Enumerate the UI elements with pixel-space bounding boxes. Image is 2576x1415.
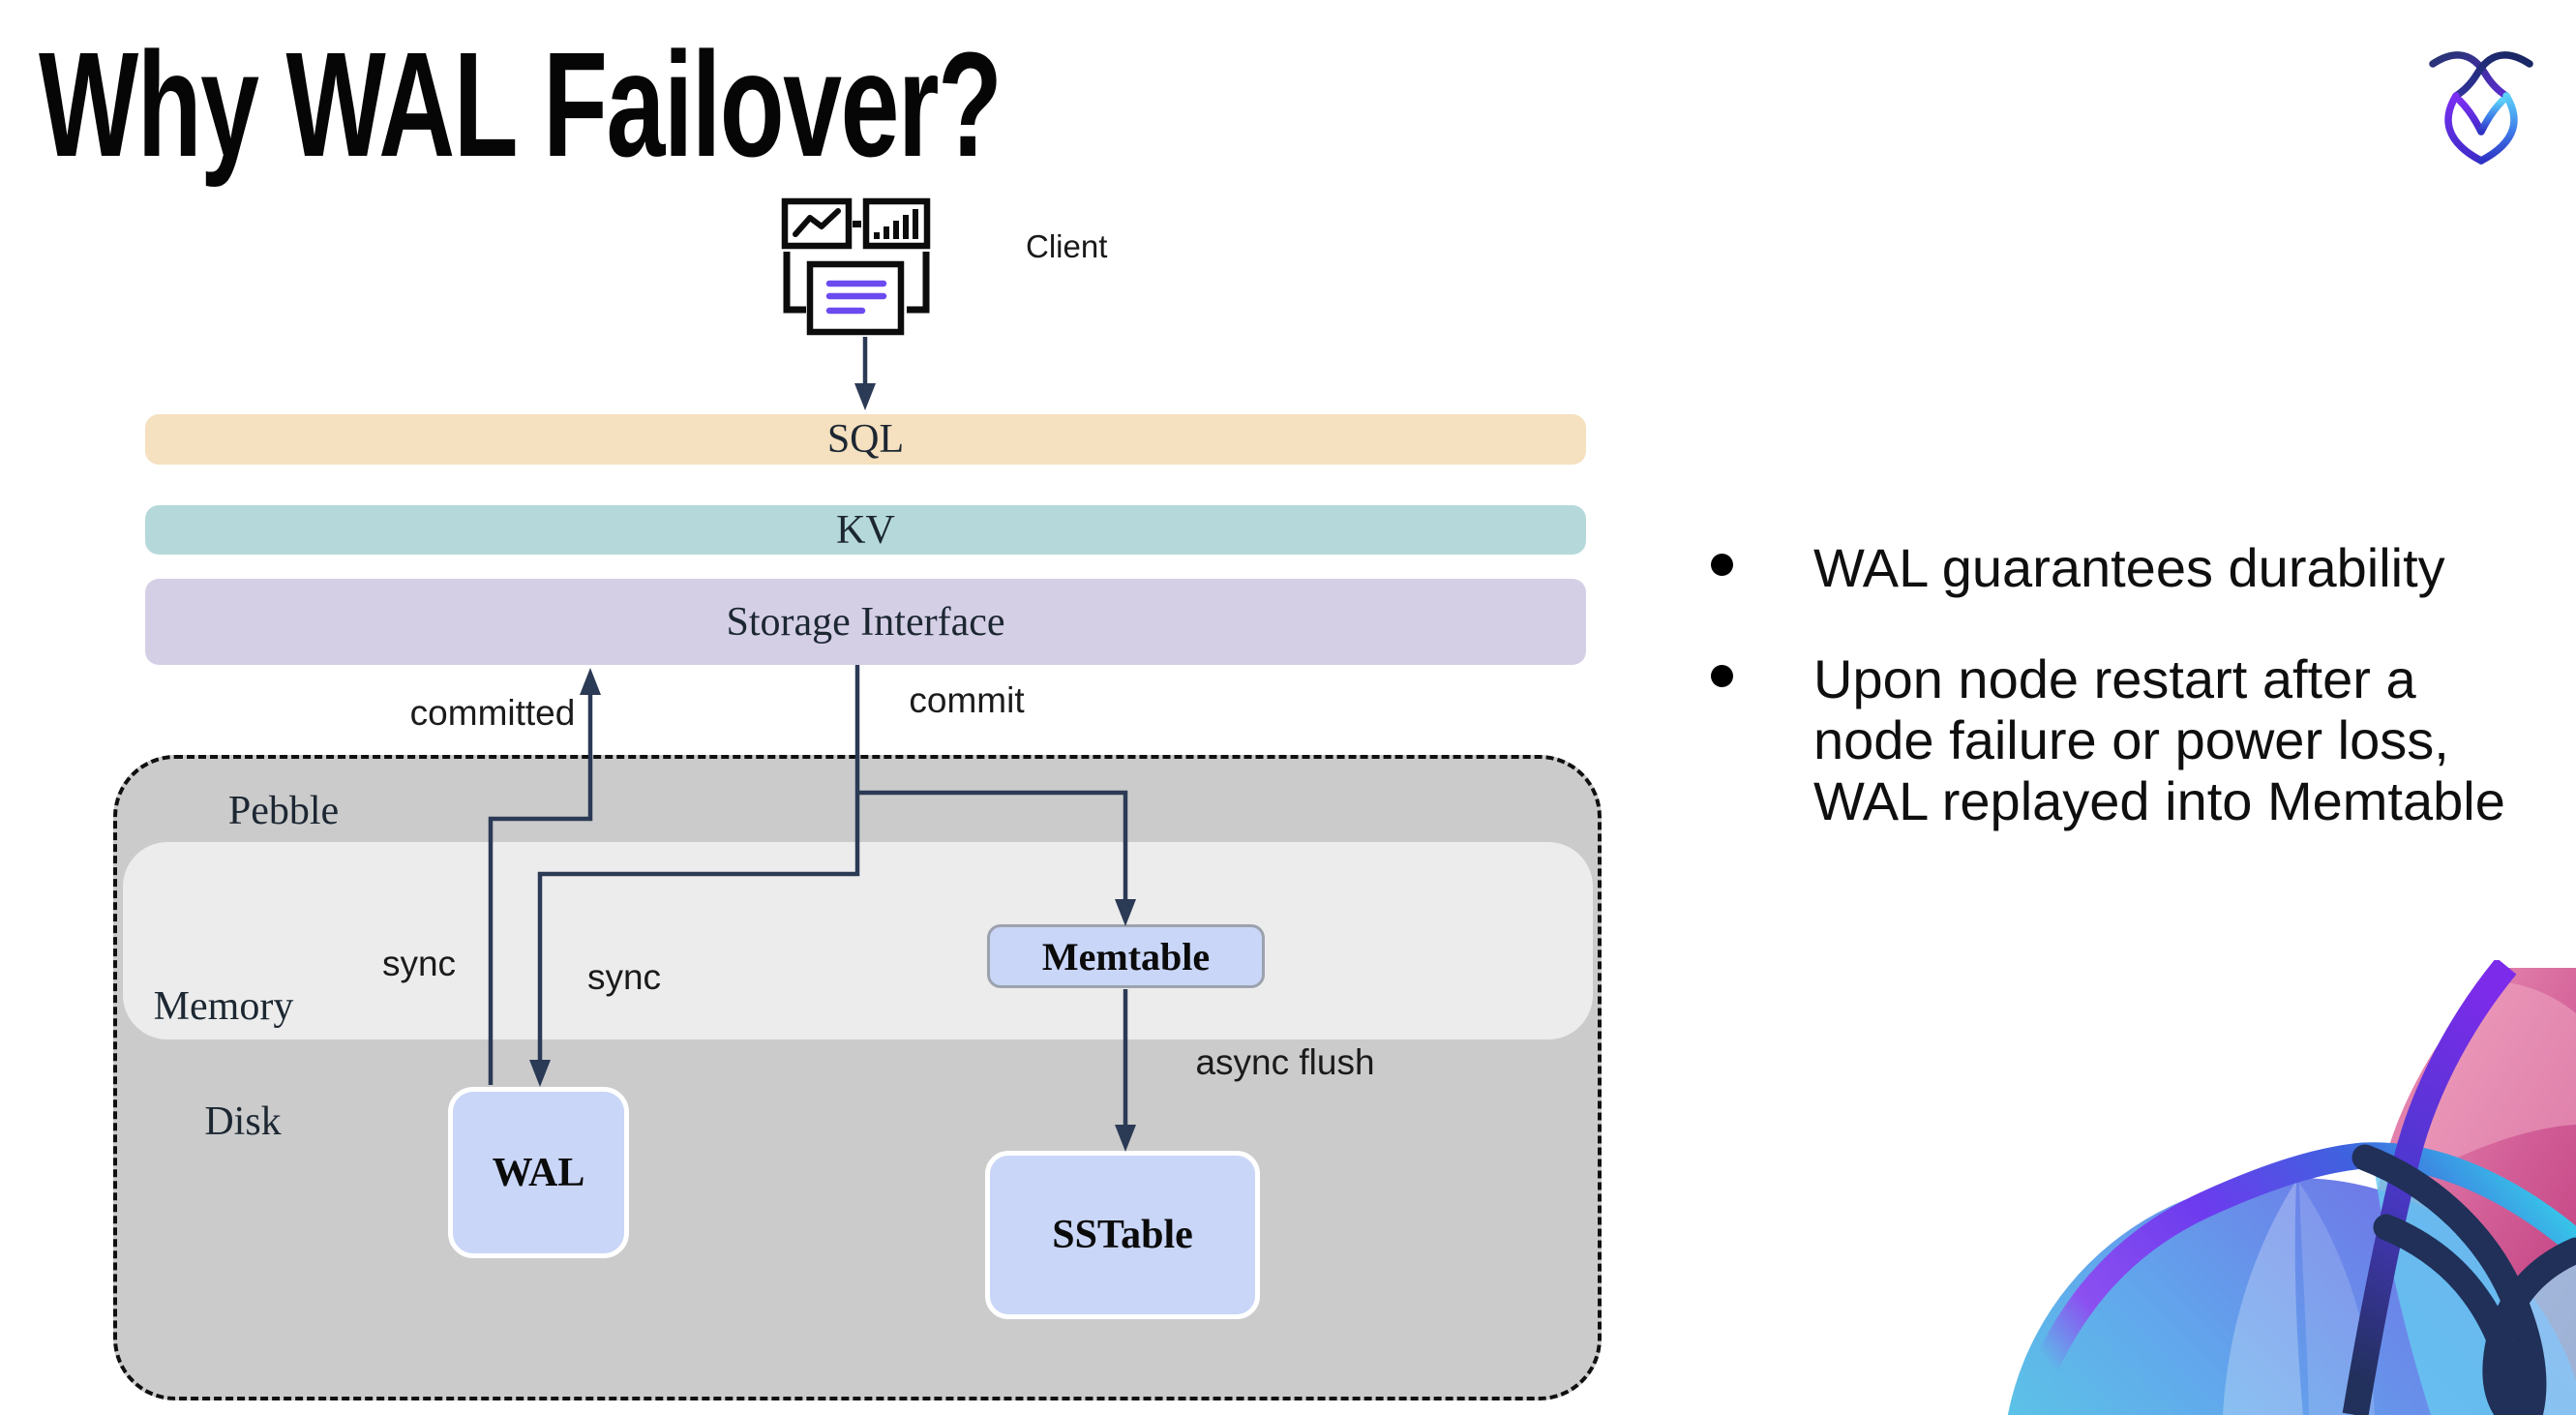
arrowhead-down-sql [854,383,876,410]
bar-chart-icon [862,197,931,250]
arrowhead-down-wal [529,1060,551,1087]
arrowhead-down-memtable [1115,899,1136,926]
pink-highlight [2406,981,2576,1185]
commit-sync-arrow [537,665,860,1062]
wal-node: WAL [448,1087,629,1258]
async-flush-label: async flush [1195,1042,1375,1082]
commit-memtable-arrow [857,790,1128,901]
sync-right-label: sync [586,957,662,997]
sphere-petal [2223,1181,2303,1415]
memory-label: Memory [153,984,294,1029]
purple-ring-arc [2014,1142,2576,1415]
layer-bar-kv: KV [145,505,1586,555]
layer-bar-storage-interface-label: Storage Interface [726,599,1005,645]
bullet-text: Upon node restart after a node failure o… [1813,648,2505,831]
line-chart-icon [781,197,853,250]
layer-bar-storage-interface: Storage Interface [145,579,1586,665]
arrowhead-down-sstable [1115,1125,1136,1152]
client-app-icon [781,197,931,336]
list-item: Upon node restart after a node failure o… [1711,648,2524,831]
cockroachdb-logo-icon [2429,51,2533,165]
bullet-list: WAL guarantees durability Upon node rest… [1711,537,2524,831]
committed-label: committed [409,693,576,733]
navy-leaf-strokes [2351,1144,2576,1415]
layer-bar-sql: SQL [145,414,1586,465]
client-label: Client [1026,228,1108,264]
layer-bar-sql-label: SQL [826,417,905,462]
sstable-node-label: SSTable [1052,1213,1193,1257]
committed-arrow [488,693,593,1085]
sstable-node: SSTable [985,1151,1260,1319]
layer-bar-kv-label: KV [836,507,895,553]
bullet-text: WAL guarantees durability [1813,537,2445,598]
bullet-dot [1711,554,1733,576]
disk-label: Disk [204,1099,282,1144]
dash-connector [853,221,861,227]
wal-node-label: WAL [492,1150,585,1195]
arrowhead-up-committed [580,668,601,695]
page-title: Why WAL Failover? [39,21,1003,188]
memtable-node-label: Memtable [1041,934,1211,978]
document-icon [783,252,930,336]
list-item: WAL guarantees durability [1711,537,2524,598]
purple-ring-arc [2342,960,2517,1415]
commit-label: commit [909,680,1025,720]
memtable-node: Memtable [987,924,1265,988]
sync-left-label: sync [381,944,457,983]
pebble-label: Pebble [227,789,340,833]
brand-art-graphic [2007,960,2576,1415]
bullet-dot [1711,665,1733,687]
